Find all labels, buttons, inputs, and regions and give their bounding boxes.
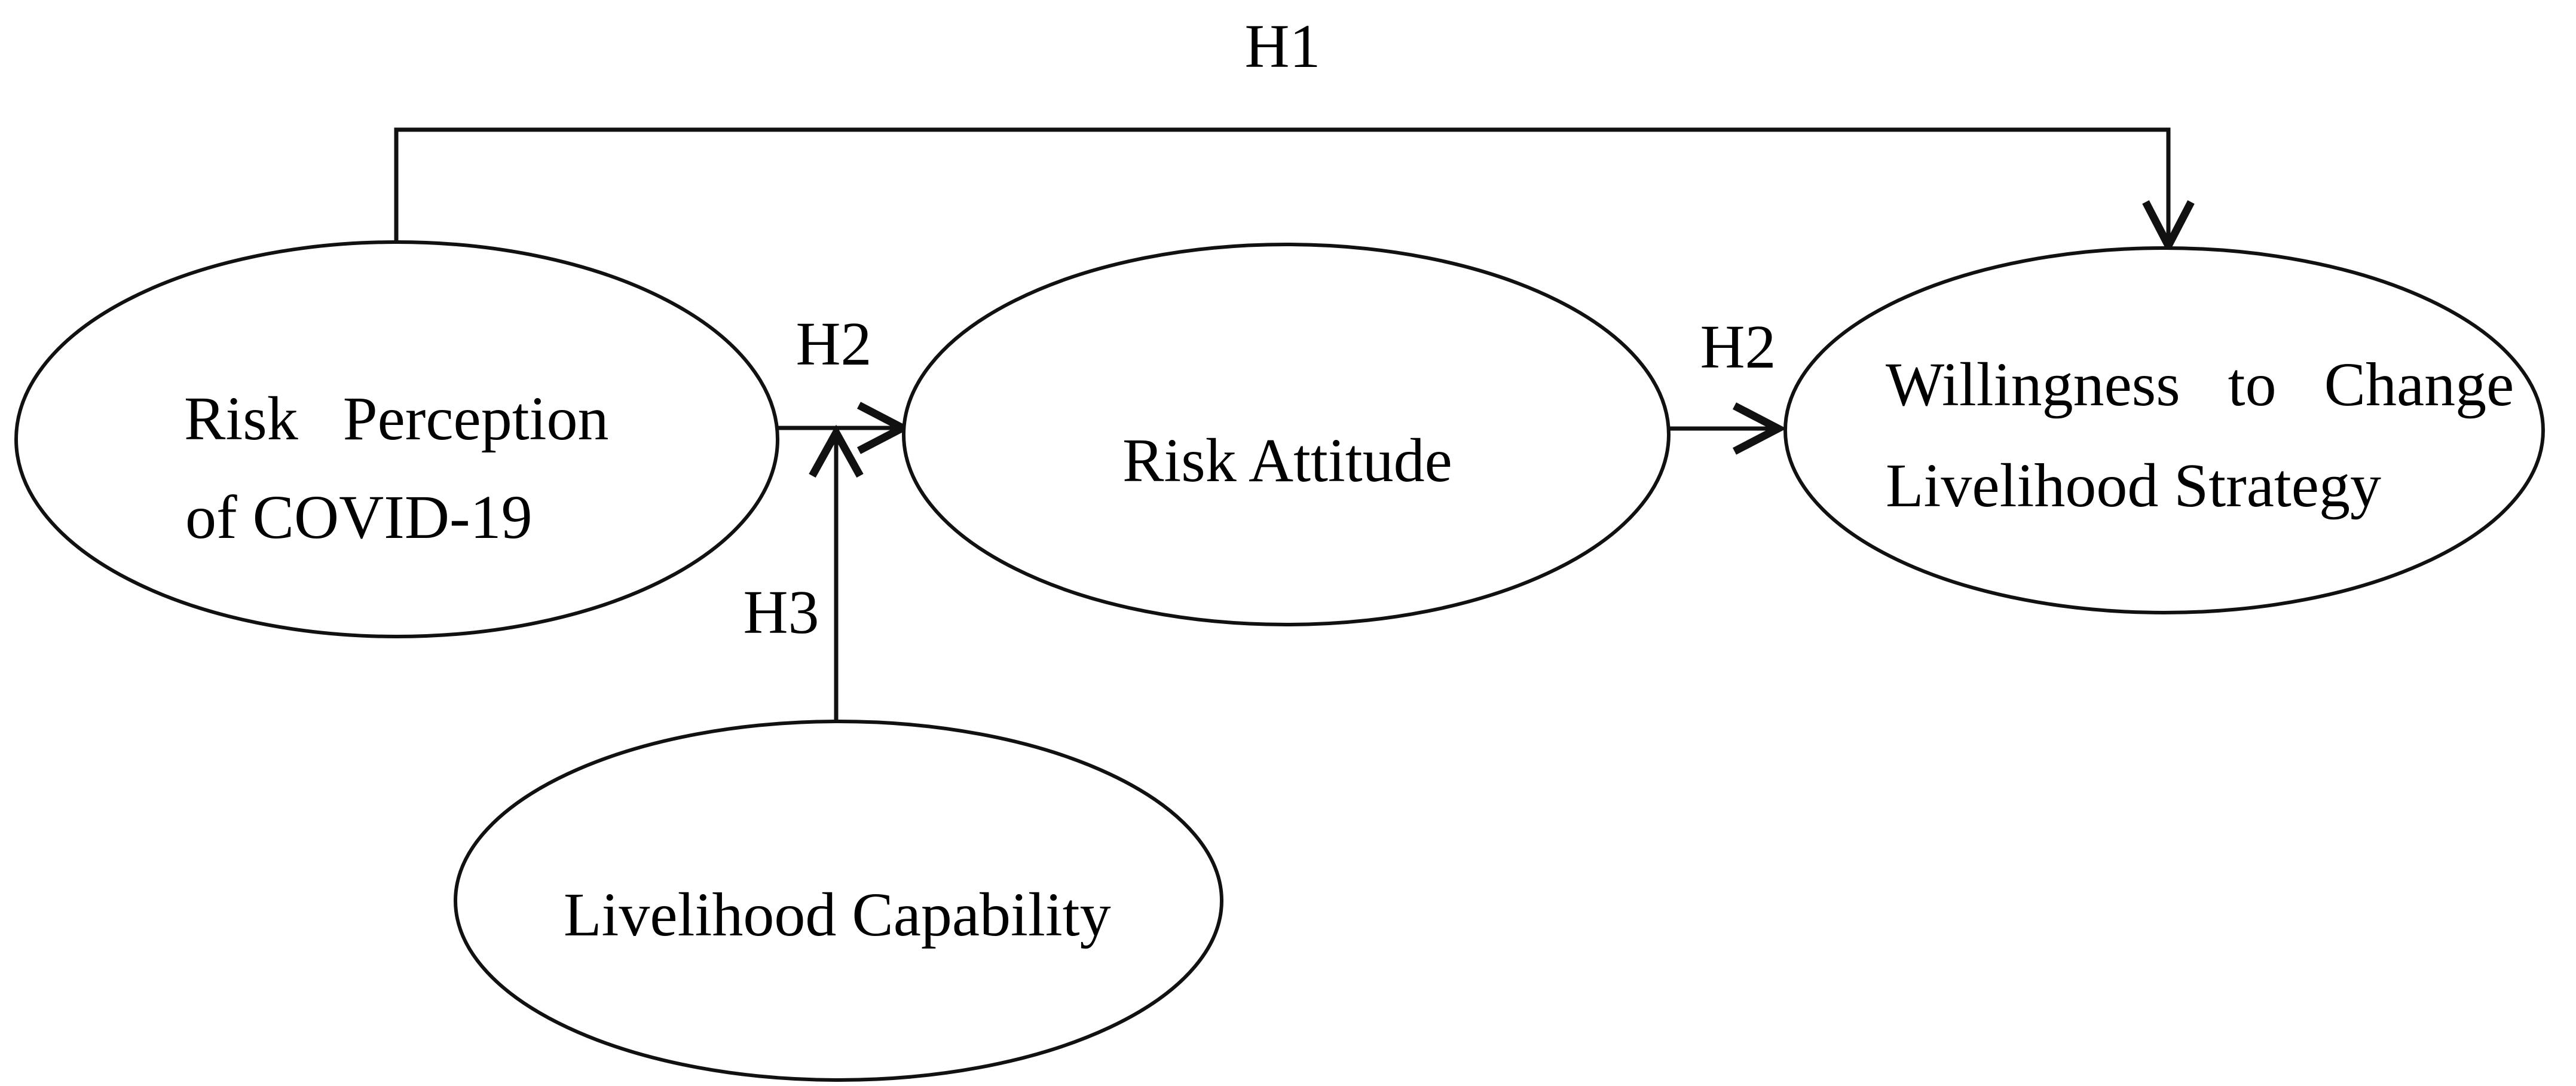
edge-h1-line <box>394 127 2171 244</box>
edge-label-h1: H1 <box>1244 12 1320 81</box>
edge-h1-arrowhead-down-icon <box>2142 200 2195 255</box>
node-ellipse-livelihood-capability <box>454 720 1223 1082</box>
node-label-risk-attitude: Risk Attitude <box>1122 426 1452 495</box>
edge-label-h2-direct: H2 <box>796 310 871 378</box>
edge-h3-arrowhead-up-icon <box>809 424 864 478</box>
node-label-willingness-line1: Willingness to Change <box>1886 350 2514 419</box>
node-ellipse-willingness <box>1783 246 2545 614</box>
node-ellipse-risk-attitude <box>902 243 1671 626</box>
node-label-risk-perception-line2: of COVID-19 <box>185 483 533 552</box>
node-label-risk-perception-line1: Risk Perception <box>184 384 608 453</box>
node-label-livelihood-capability: Livelihood Capability <box>564 880 1111 949</box>
node-ellipse-risk-perception <box>14 240 779 638</box>
edge-label-h3: H3 <box>743 578 819 647</box>
edge-h2-mediated-arrowhead-right-icon <box>1732 402 1787 455</box>
node-label-willingness-line2: Livelihood Strategy <box>1886 451 2381 520</box>
edge-label-h2-mediated: H2 <box>1700 313 1776 381</box>
